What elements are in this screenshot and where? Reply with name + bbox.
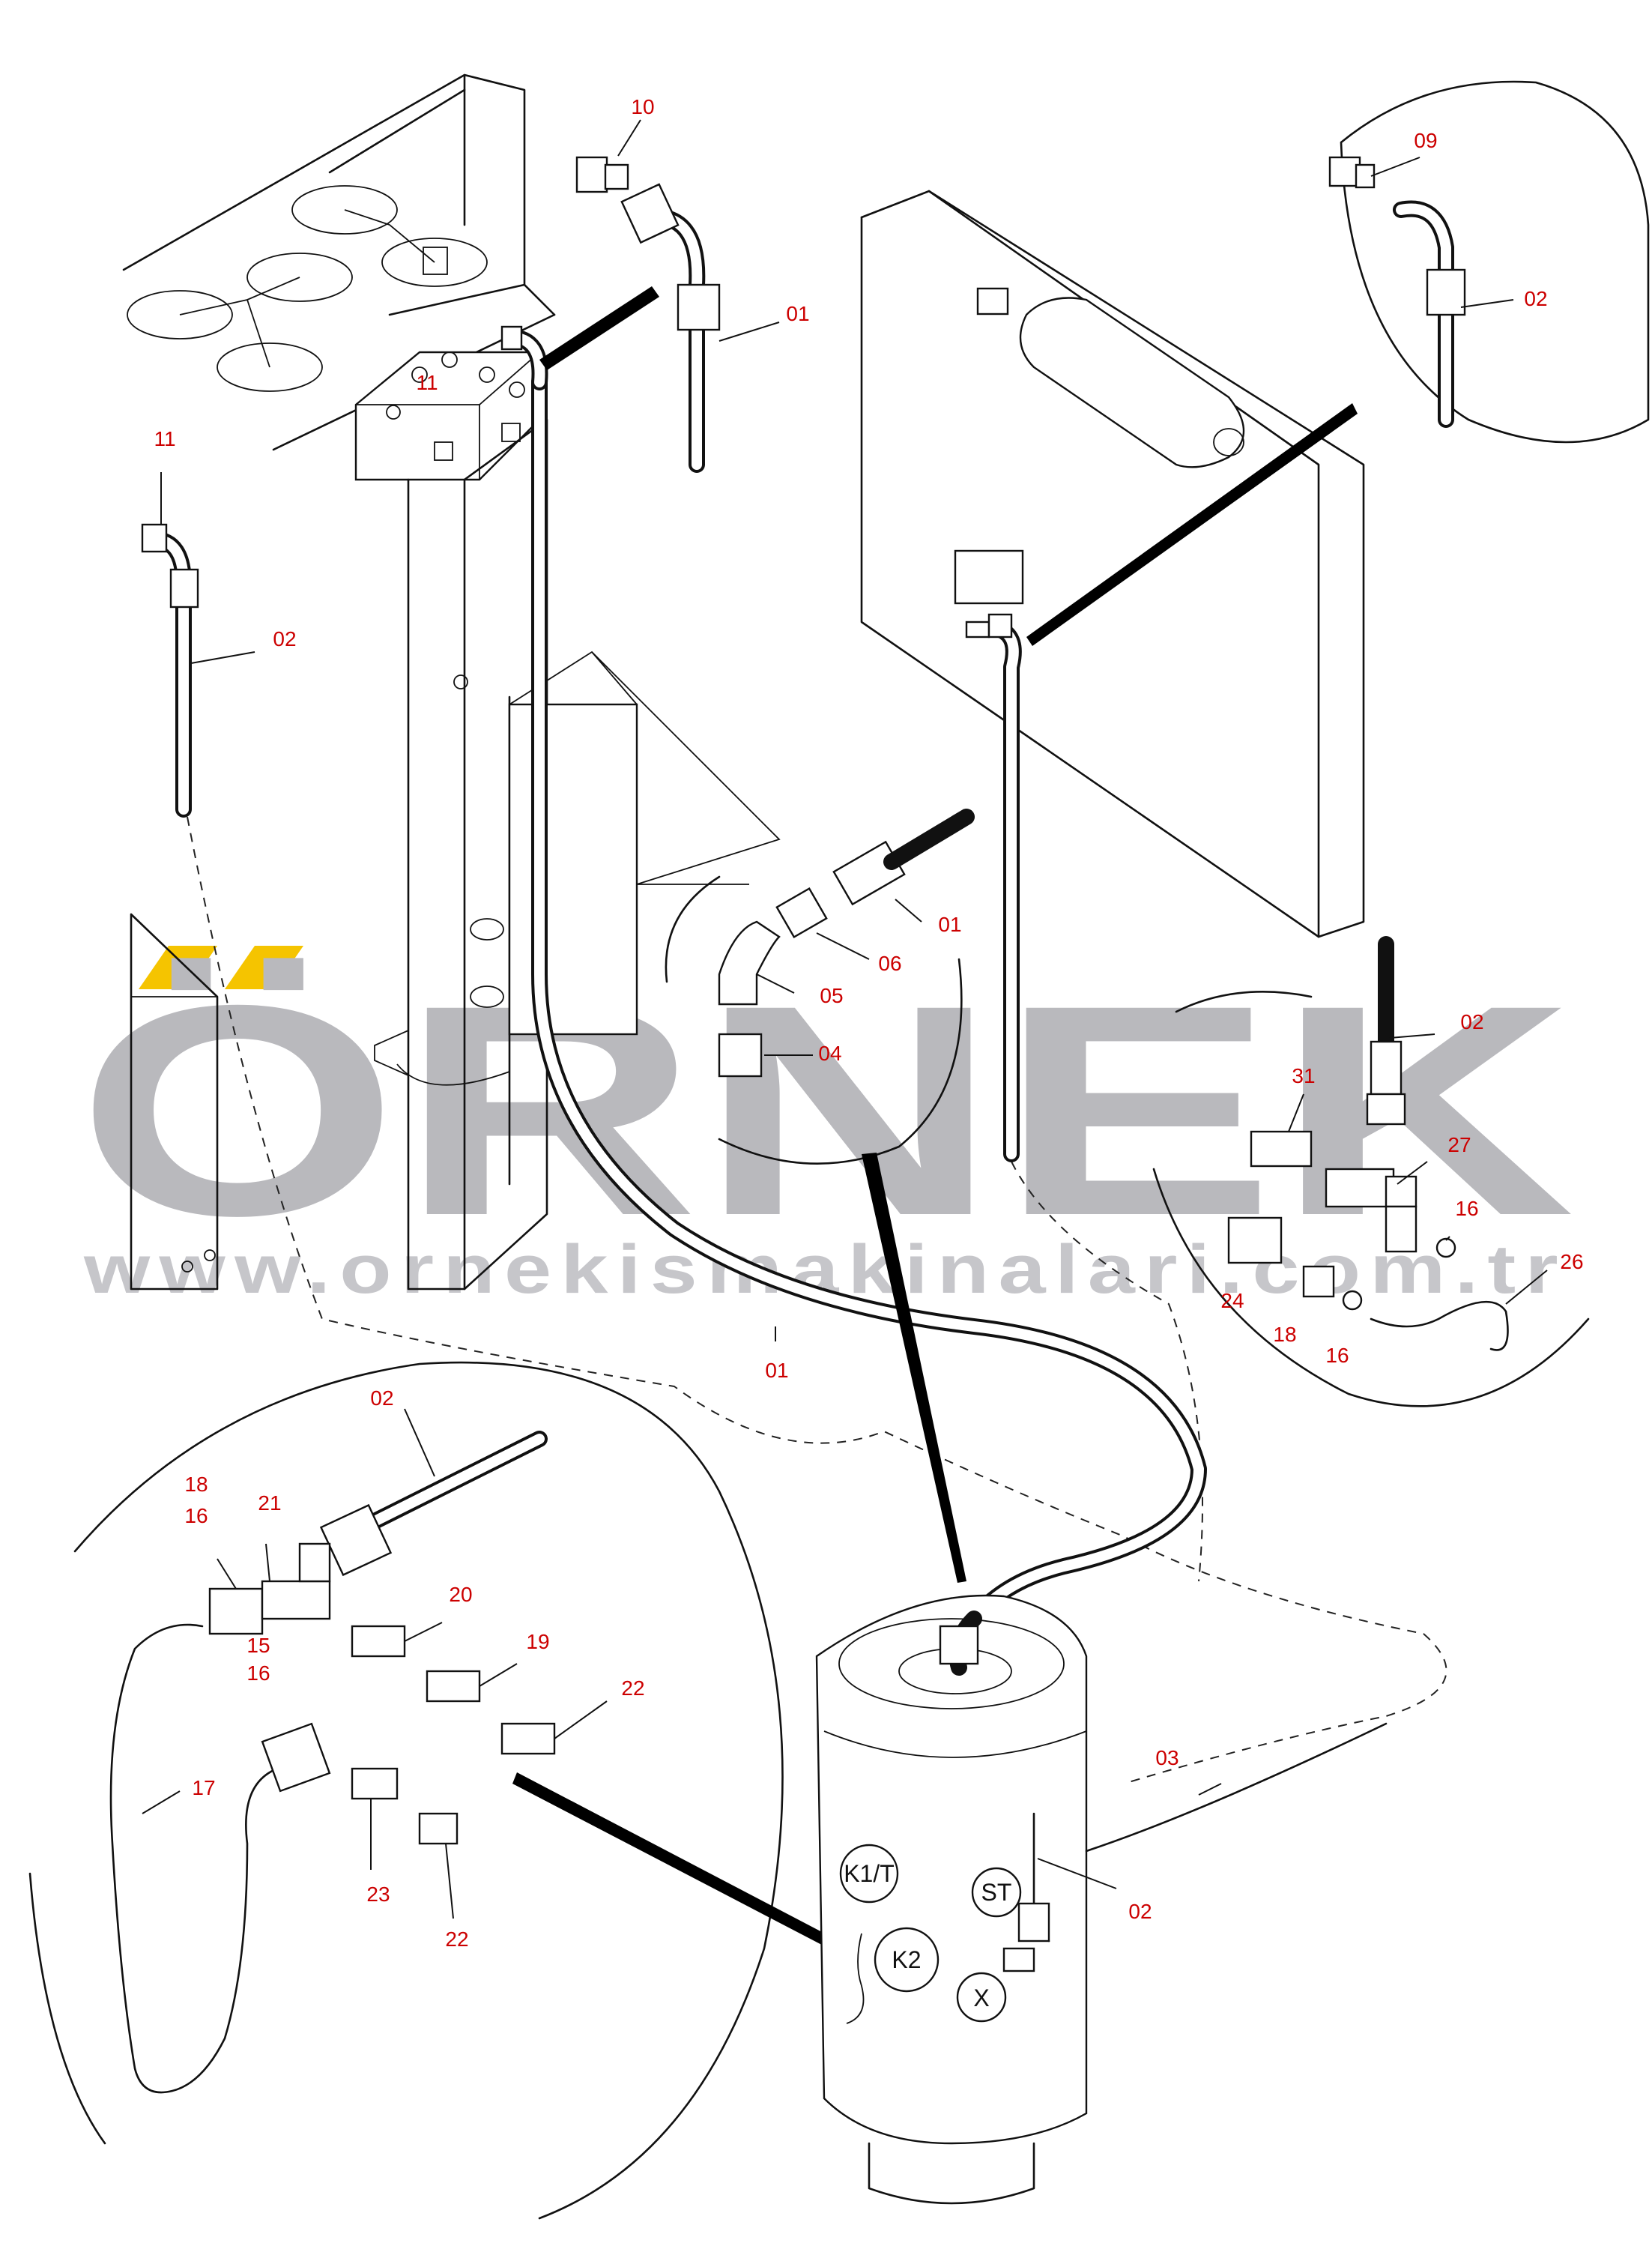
label-16-right-a: 16 — [1455, 1197, 1478, 1220]
pointer-to-cylinder — [862, 1153, 966, 1583]
label-20: 20 — [449, 1583, 472, 1606]
label-16-right-b: 16 — [1325, 1344, 1349, 1367]
leader-lines — [142, 119, 1548, 1919]
port-code-k2: K2 — [892, 1946, 921, 1973]
label-03: 03 — [1155, 1746, 1179, 1769]
detail-circle-09 — [1026, 80, 1650, 646]
label-18-right: 18 — [1273, 1323, 1296, 1346]
cylinder — [815, 1594, 1388, 2205]
label-24: 24 — [1220, 1289, 1244, 1312]
watermark-accent-right — [225, 946, 303, 989]
label-22-b: 22 — [445, 1928, 468, 1951]
port-k2-circle — [874, 1927, 940, 1993]
pointer-detail-09 — [1026, 403, 1358, 646]
label-02-right: 02 — [1460, 1010, 1483, 1033]
port-code-k1t: K1/T — [844, 1860, 895, 1887]
detail-circle-31 — [1152, 936, 1590, 1407]
elbow-10-group — [539, 156, 721, 473]
label-31: 31 — [1292, 1064, 1315, 1087]
hidden-base-outline-2 — [1011, 1161, 1203, 1582]
label-11-left: 11 — [154, 427, 175, 450]
label-01-bottom: 01 — [765, 1359, 788, 1382]
label-01-top: 01 — [786, 302, 809, 325]
label-23: 23 — [366, 1883, 390, 1906]
label-02-left: 02 — [273, 627, 296, 650]
watermark: ÖRNEK www.ornekismakinalari.com.tr — [76, 943, 1575, 1308]
label-02-detail: 02 — [370, 1386, 393, 1410]
label-27: 27 — [1447, 1133, 1471, 1156]
label-26: 26 — [1560, 1250, 1583, 1273]
label-22-a: 22 — [621, 1676, 644, 1700]
port-k1t-circle — [839, 1844, 899, 1904]
label-05: 05 — [820, 984, 843, 1007]
detail-circle-large — [28, 1361, 839, 2220]
machine-frame — [122, 73, 781, 1291]
label-04: 04 — [818, 1042, 841, 1065]
label-02-top-right: 02 — [1524, 287, 1547, 310]
label-16-detail-b: 16 — [246, 1661, 270, 1685]
label-10: 10 — [631, 95, 654, 118]
label-11-block: 11 — [416, 371, 438, 394]
port-x-circle — [956, 1972, 1007, 2023]
part-labels: 10 01 11 11 02 09 02 01 06 05 04 02 31 2… — [154, 95, 1583, 1951]
label-19: 19 — [526, 1630, 549, 1653]
port-code-x: X — [973, 1984, 989, 2011]
port-codes: K1/T ST K2 X — [844, 1860, 1011, 2011]
watermark-brand: ÖRNEK — [76, 943, 1575, 1278]
hose-01-main — [500, 325, 1207, 1627]
label-02-bottom: 02 — [1128, 1900, 1152, 1923]
label-17: 17 — [192, 1776, 215, 1799]
label-09: 09 — [1414, 129, 1437, 152]
label-01-mid: 01 — [938, 913, 961, 936]
watermark-accent-left — [139, 946, 217, 989]
label-15: 15 — [246, 1634, 270, 1657]
label-16-detail-a: 16 — [184, 1504, 208, 1527]
accumulator-panel — [860, 190, 1365, 1162]
label-18-detail: 18 — [184, 1473, 208, 1496]
elbow-11-left — [141, 523, 199, 818]
label-06: 06 — [878, 952, 901, 975]
port-code-st: ST — [981, 1879, 1012, 1906]
label-21: 21 — [258, 1491, 281, 1515]
fittings-group-04-06 — [665, 809, 975, 1165]
port-st-circle — [971, 1867, 1022, 1918]
